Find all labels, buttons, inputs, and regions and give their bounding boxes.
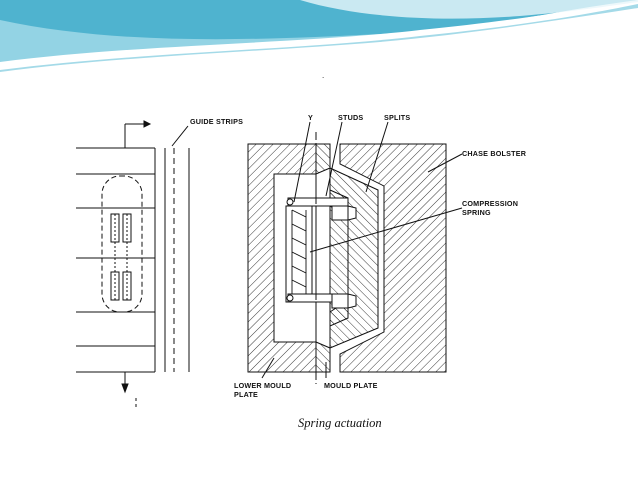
top-mark: . [322,72,324,80]
label-mould-plate: MOULD PLATE [324,381,378,390]
label-lower-mould-plate-line2: PLATE [234,390,258,399]
label-splits: SPLITS [384,113,410,122]
label-chase-bolster: CHASE BOLSTER [462,149,527,158]
label-y: Y [308,113,313,122]
label-compression-spring-line1: COMPRESSION [462,199,518,208]
slide-header-waves [0,0,638,72]
label-compression-spring-line2: SPRING [462,208,491,217]
label-guide-strips: GUIDE STRIPS [190,117,243,126]
spring-actuation-diagram: . [76,71,527,410]
figure-panel: . [48,71,614,430]
label-studs: STUDS [338,113,363,122]
figure-caption: Spring actuation [298,416,382,430]
label-lower-mould-plate-line1: LOWER MOULD [234,381,291,390]
section-view [247,121,463,384]
plan-view [76,120,190,410]
